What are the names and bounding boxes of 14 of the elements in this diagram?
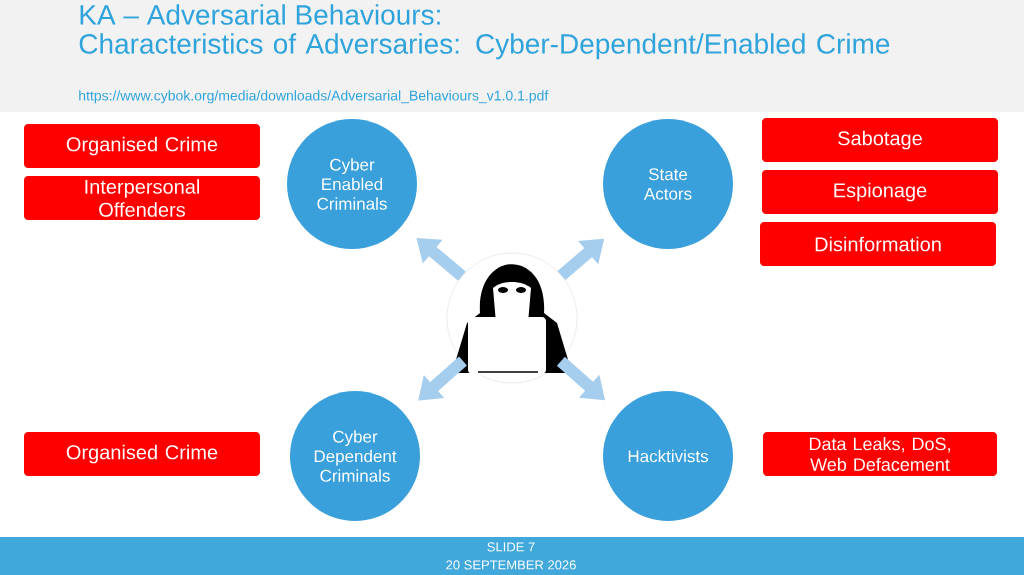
subtitle: Characteristics of Adversaries: Cyber-Dependent/Enabled Crime <box>79 33 890 60</box>
category-box: Sabotage <box>762 118 998 162</box>
category-box: Data Leaks, DoS, Web Defacement <box>763 432 997 476</box>
title: KA – Adversarial Behaviours: <box>80 4 440 25</box>
slide-number: SLIDE 7 <box>487 542 535 552</box>
category-box: Interpersonal Offenders <box>24 176 260 220</box>
source-link: https://www.cybok.org/media/downloads/Adversarial_Behaviours_v1.0.1.pdf <box>79 90 549 104</box>
category-box: Disinformation <box>760 222 996 266</box>
arrow <box>418 356 467 401</box>
category-box: Organised Crime <box>24 124 260 168</box>
category-box: Organised Crime <box>24 432 260 476</box>
date: 20 SEPTEMBER 2026 <box>446 560 576 570</box>
hacker-drawing <box>446 252 578 384</box>
category-box: Espionage <box>762 170 998 214</box>
